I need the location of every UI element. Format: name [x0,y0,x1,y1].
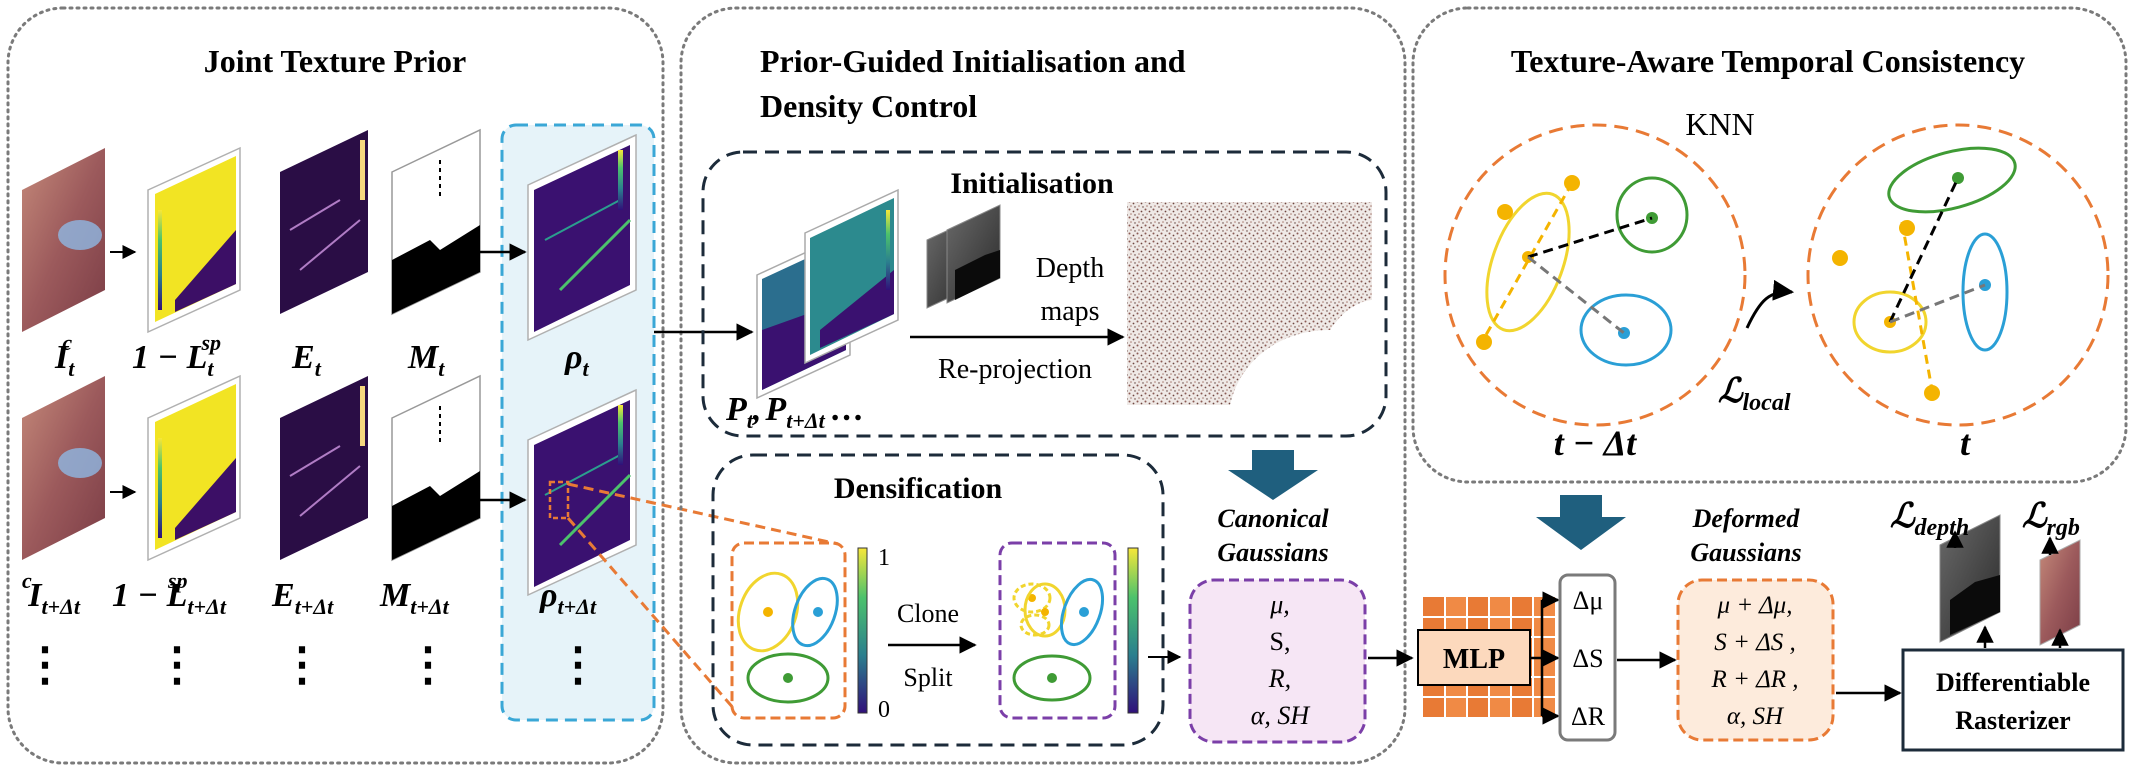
depth-map-stack [926,204,1001,309]
delta-mu: Δμ [1573,586,1604,615]
label-m-tdt: Mt+Δt [379,577,450,619]
rasterizer-label-line2: Rasterizer [1955,706,2070,735]
label-i-tdt: It+Δtc [22,568,81,619]
canonical-param-1: S, [1270,627,1291,656]
ellipsis-3: ⋮ [279,639,325,690]
reprojection-label: Re-projection [938,354,1092,385]
row-t-images [22,128,637,342]
ellipsis-1: ⋮ [22,639,68,690]
label-i-t: Itc [54,330,75,381]
rho-map-t [527,133,637,342]
mask-map-tdt [391,374,481,562]
row-t-labels: Itc 1 − Ltsp Et Mt ρt [54,330,590,381]
loss-local-label: ℒlocal [1718,373,1791,416]
canonical-title-line2: Gaussians [1217,538,1328,567]
edge-map-t [280,130,368,314]
deformed-param-0: μ + Δμ, [1717,592,1793,619]
label-m-t: Mt [407,339,445,381]
mlp-label: MLP [1443,644,1505,675]
temporal-title: Texture-Aware Temporal Consistency [1511,43,2025,79]
delta-box [1558,573,1617,742]
split-label: Split [903,663,953,692]
deformed-param-2: R + ΔR , [1710,666,1798,693]
clone-label: Clone [897,599,959,628]
row-tdt-labels: It+Δtc 1 − Lt+Δtsp Et+Δt Mt+Δt ρt+Δt [22,568,597,619]
frame-prev-label: t − Δt [1554,423,1637,463]
row-tdt-images [22,374,637,597]
knn-frame-curr [1806,123,2110,427]
densification-title: Densification [834,472,1003,505]
densification-after [998,541,1117,720]
rasterizer-label-line1: Differentiable [1936,668,2090,697]
depth-maps-label-line2: maps [1040,296,1099,327]
rgb-output [2039,539,2081,646]
densification-before [730,541,847,720]
prior-guided-title-line2: Density Control [760,88,977,124]
colorbar-max: 1 [878,545,890,571]
edge-map-tdt [280,376,368,560]
rasterizer-box [1901,648,2125,752]
initialisation-box [701,150,1388,438]
loss-depth-label: ℒdepth [1890,498,1969,541]
densification-box [711,453,1165,747]
mask-map-t [391,128,481,316]
knn-label: KNN [1685,106,1754,142]
joint-texture-prior-panel [6,6,665,765]
deformed-title-line2: Gaussians [1690,538,1801,567]
label-e-tdt: Et+Δt [271,577,334,619]
deformed-box [1676,578,1835,742]
initialisation-title: Initialisation [950,167,1114,200]
prior-guided-panel [679,6,1407,765]
colorbar-1 [857,547,868,714]
depth-maps-label-line1: Depth [1036,253,1104,284]
endoscopic-image-tdt [22,376,105,560]
frame-curr-label: t [1960,423,1971,463]
joint-texture-prior-title: Joint Texture Prior [204,43,467,79]
ellipsis-2: ⋮ [154,639,200,690]
p-t-label: Pt,Pt+Δt… [725,391,865,433]
laplacian-map-tdt [147,374,241,562]
delta-r: ΔR [1571,702,1606,731]
loss-rgb-label: ℒrgb [2022,498,2080,541]
colorbar-2 [1127,547,1139,714]
laplacian-map-t [147,146,241,334]
knn-frame-prev [1443,123,1747,427]
big-arrow-to-canonical [1228,450,1318,500]
canonical-box [1188,578,1367,744]
deformed-title-line1: Deformed [1692,504,1801,533]
rho-map-tdt [527,388,637,597]
ellipsis-5: ⋮ [555,639,601,690]
label-rho-tdt: ρt+Δt [539,577,597,619]
label-lsp-tdt: 1 − Lt+Δtsp [112,568,227,619]
big-arrow-to-mlp [1536,495,1626,550]
label-rho-t: ρt [564,339,590,381]
canonical-title-line1: Canonical [1217,504,1329,533]
p-t-stack [756,188,899,400]
point-cloud [1127,202,1372,405]
canonical-param-3: α, SH [1251,701,1311,730]
delta-s: ΔS [1572,644,1603,673]
label-lsp-t: 1 − Ltsp [132,330,221,381]
deformed-param-1: S + ΔS , [1714,629,1796,656]
prior-guided-title-line1: Prior-Guided Initialisation and [760,43,1186,79]
ellipsis-row: ⋮ ⋮ ⋮ ⋮ ⋮ [22,639,601,690]
deformed-param-3: α, SH [1727,703,1785,730]
ellipsis-4: ⋮ [405,639,451,690]
endoscopic-image-t [22,148,105,332]
label-e-t: Et [291,339,322,381]
temporal-panel [1411,6,2128,484]
temporal-curved-arrow [1745,279,1795,329]
canonical-param-0: μ, [1269,590,1290,619]
colorbar-min: 0 [878,697,890,723]
canonical-param-2: R, [1268,664,1291,693]
